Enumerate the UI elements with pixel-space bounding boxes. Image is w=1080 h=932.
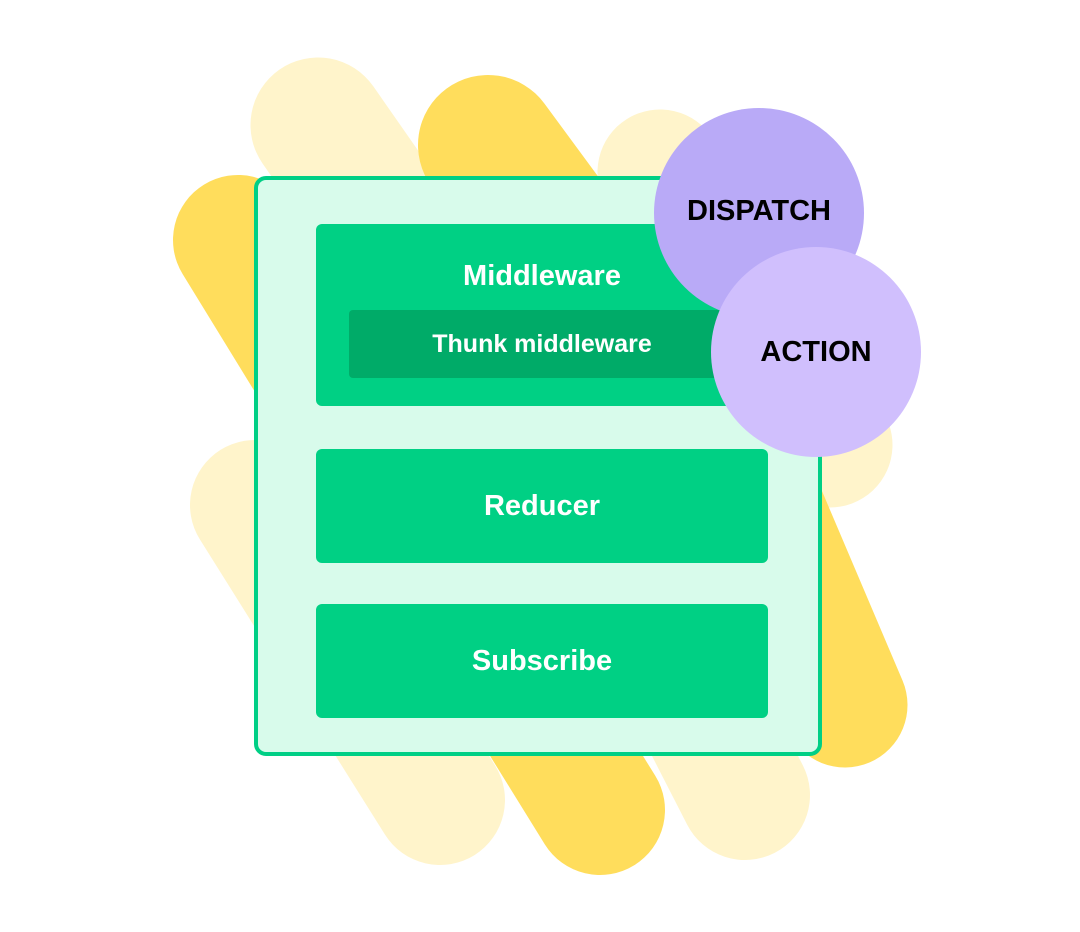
reducer-block: Reducer	[316, 449, 768, 563]
action-label: ACTION	[760, 335, 872, 368]
middleware-title: Middleware	[463, 260, 621, 292]
middleware-block: Middleware Thunk middleware	[316, 224, 768, 406]
thunk-middleware-block: Thunk middleware	[349, 310, 735, 378]
subscribe-block: Subscribe	[316, 604, 768, 718]
action-bubble: ACTION	[711, 247, 921, 457]
dispatch-label: DISPATCH	[687, 194, 831, 227]
